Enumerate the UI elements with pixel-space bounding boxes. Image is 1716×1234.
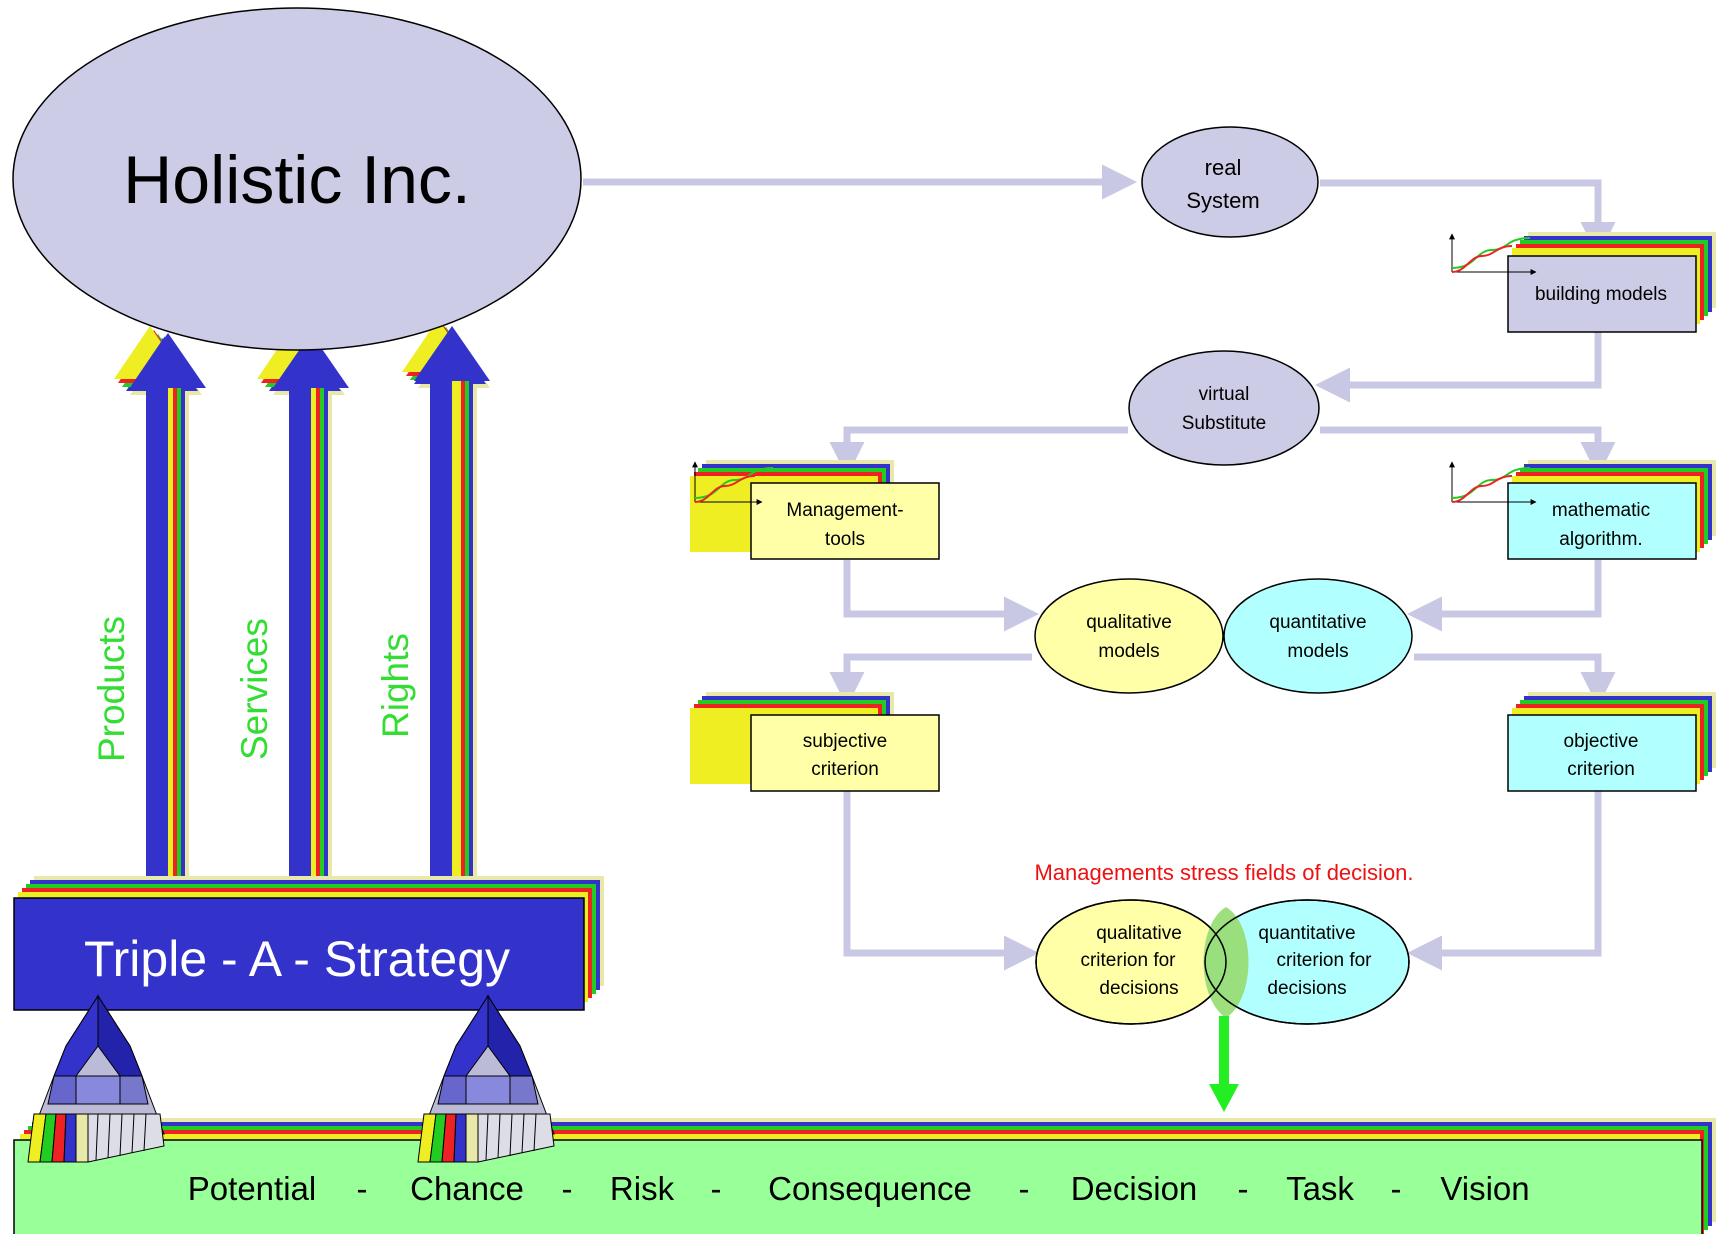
prism-icon xyxy=(417,994,555,1163)
virtual-substitute-line: virtual xyxy=(1199,384,1250,405)
graph-icon xyxy=(1449,233,1537,275)
flow-label-services: Services xyxy=(234,618,275,760)
triple-a-strategy-box: Triple - A - Strategy xyxy=(13,876,604,1011)
real-system-line: System xyxy=(1186,188,1259,213)
real-system-node: real System xyxy=(1141,126,1319,238)
bar-item: Vision xyxy=(1440,1170,1529,1207)
bar-separator: - xyxy=(357,1170,368,1207)
mathematic-algorithm-box: mathematic algorithm. xyxy=(1507,460,1716,560)
qualitative-criterion-line: criterion for xyxy=(1080,950,1176,971)
stress-fields-caption: Managements stress fields of decision. xyxy=(1034,860,1413,885)
bottom-bar: Potential - Chance - Risk - Consequence … xyxy=(13,1118,1716,1234)
quantitative-criterion-line: decisions xyxy=(1267,978,1346,999)
quantitative-models-line: models xyxy=(1287,641,1348,662)
mathematic-algorithm-line: mathematic xyxy=(1552,500,1650,521)
prism-icon xyxy=(27,994,165,1163)
virtual-substitute-node: virtual Substitute xyxy=(1128,350,1320,466)
quantitative-criterion-line: criterion for xyxy=(1276,950,1372,971)
qualitative-models-line: models xyxy=(1098,641,1159,662)
quantitative-models-node: quantitative models xyxy=(1223,578,1413,694)
qualitative-models-line: qualitative xyxy=(1086,612,1172,633)
connectors xyxy=(583,164,1616,971)
bar-separator: - xyxy=(562,1170,573,1207)
flow-arrow-rights xyxy=(402,319,490,900)
objective-criterion-line: objective xyxy=(1564,731,1639,752)
building-models-box: building models xyxy=(1507,232,1716,333)
management-tools-line: Management- xyxy=(786,500,903,521)
graph-icon xyxy=(692,461,774,505)
bar-item: Consequence xyxy=(768,1170,972,1207)
flow-label-rights: Rights xyxy=(375,633,416,738)
qualitative-criterion-line: decisions xyxy=(1099,978,1178,999)
virtual-substitute-line: Substitute xyxy=(1182,413,1267,434)
mathematic-algorithm-line: algorithm. xyxy=(1559,529,1642,550)
building-models-label: building models xyxy=(1535,284,1667,305)
flow-arrow-products xyxy=(114,326,206,900)
bar-separator: - xyxy=(1238,1170,1249,1207)
graph-icon xyxy=(1449,461,1537,505)
management-tools-line: tools xyxy=(825,529,865,550)
objective-criterion-box: objective criterion xyxy=(1507,692,1716,792)
quantitative-criterion-line: quantitative xyxy=(1258,923,1355,944)
real-system-line: real xyxy=(1205,155,1242,180)
bar-separator: - xyxy=(1391,1170,1402,1207)
bar-item: Potential xyxy=(188,1170,316,1207)
subjective-criterion-line: criterion xyxy=(811,759,879,780)
quantitative-models-line: quantitative xyxy=(1269,612,1366,633)
management-tools-box: Management- tools xyxy=(690,460,940,560)
objective-criterion-line: criterion xyxy=(1567,759,1635,780)
bar-separator: - xyxy=(1019,1170,1030,1207)
qualitative-models-node: qualitative models xyxy=(1034,578,1224,694)
subjective-criterion-box: subjective criterion xyxy=(690,692,940,792)
bar-item: Task xyxy=(1286,1170,1354,1207)
bar-item: Decision xyxy=(1071,1170,1198,1207)
decision-down-arrow xyxy=(1209,1016,1239,1112)
subjective-criterion-line: subjective xyxy=(803,731,888,752)
bar-item: Risk xyxy=(610,1170,675,1207)
bar-item: Chance xyxy=(410,1170,524,1207)
flow-arrow-services xyxy=(257,326,349,900)
bar-separator: - xyxy=(711,1170,722,1207)
flow-label-products: Products xyxy=(91,616,132,762)
holistic-inc-node: Holistic Inc. xyxy=(12,7,582,351)
qualitative-criterion-line: qualitative xyxy=(1096,923,1182,944)
holistic-inc-title: Holistic Inc. xyxy=(123,142,471,218)
strategy-label: Triple - A - Strategy xyxy=(84,931,510,987)
